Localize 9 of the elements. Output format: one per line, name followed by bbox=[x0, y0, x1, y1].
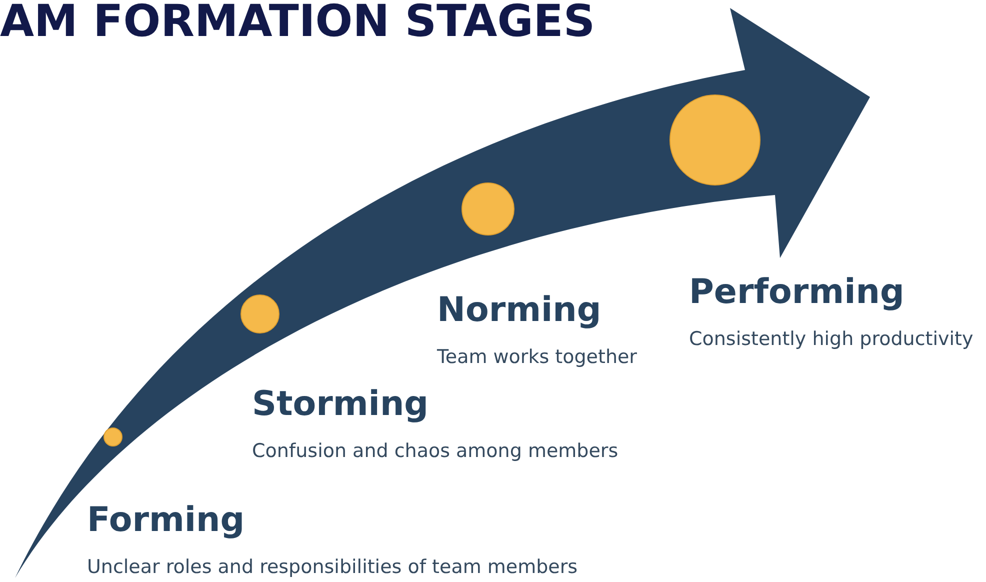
stage-description: Unclear roles and responsibilities of team members bbox=[87, 556, 578, 578]
stage-heading: Performing bbox=[689, 272, 904, 312]
stage-description: Confusion and chaos among members bbox=[252, 440, 618, 462]
diagram-title: AM FORMATION STAGES bbox=[0, 0, 596, 47]
stage-heading: Storming bbox=[252, 384, 428, 424]
stage-heading: Forming bbox=[87, 500, 245, 540]
stage-description: Consistently high productivity bbox=[689, 328, 974, 350]
stage-description: Team works together bbox=[437, 346, 637, 368]
stage-heading: Norming bbox=[437, 290, 602, 330]
